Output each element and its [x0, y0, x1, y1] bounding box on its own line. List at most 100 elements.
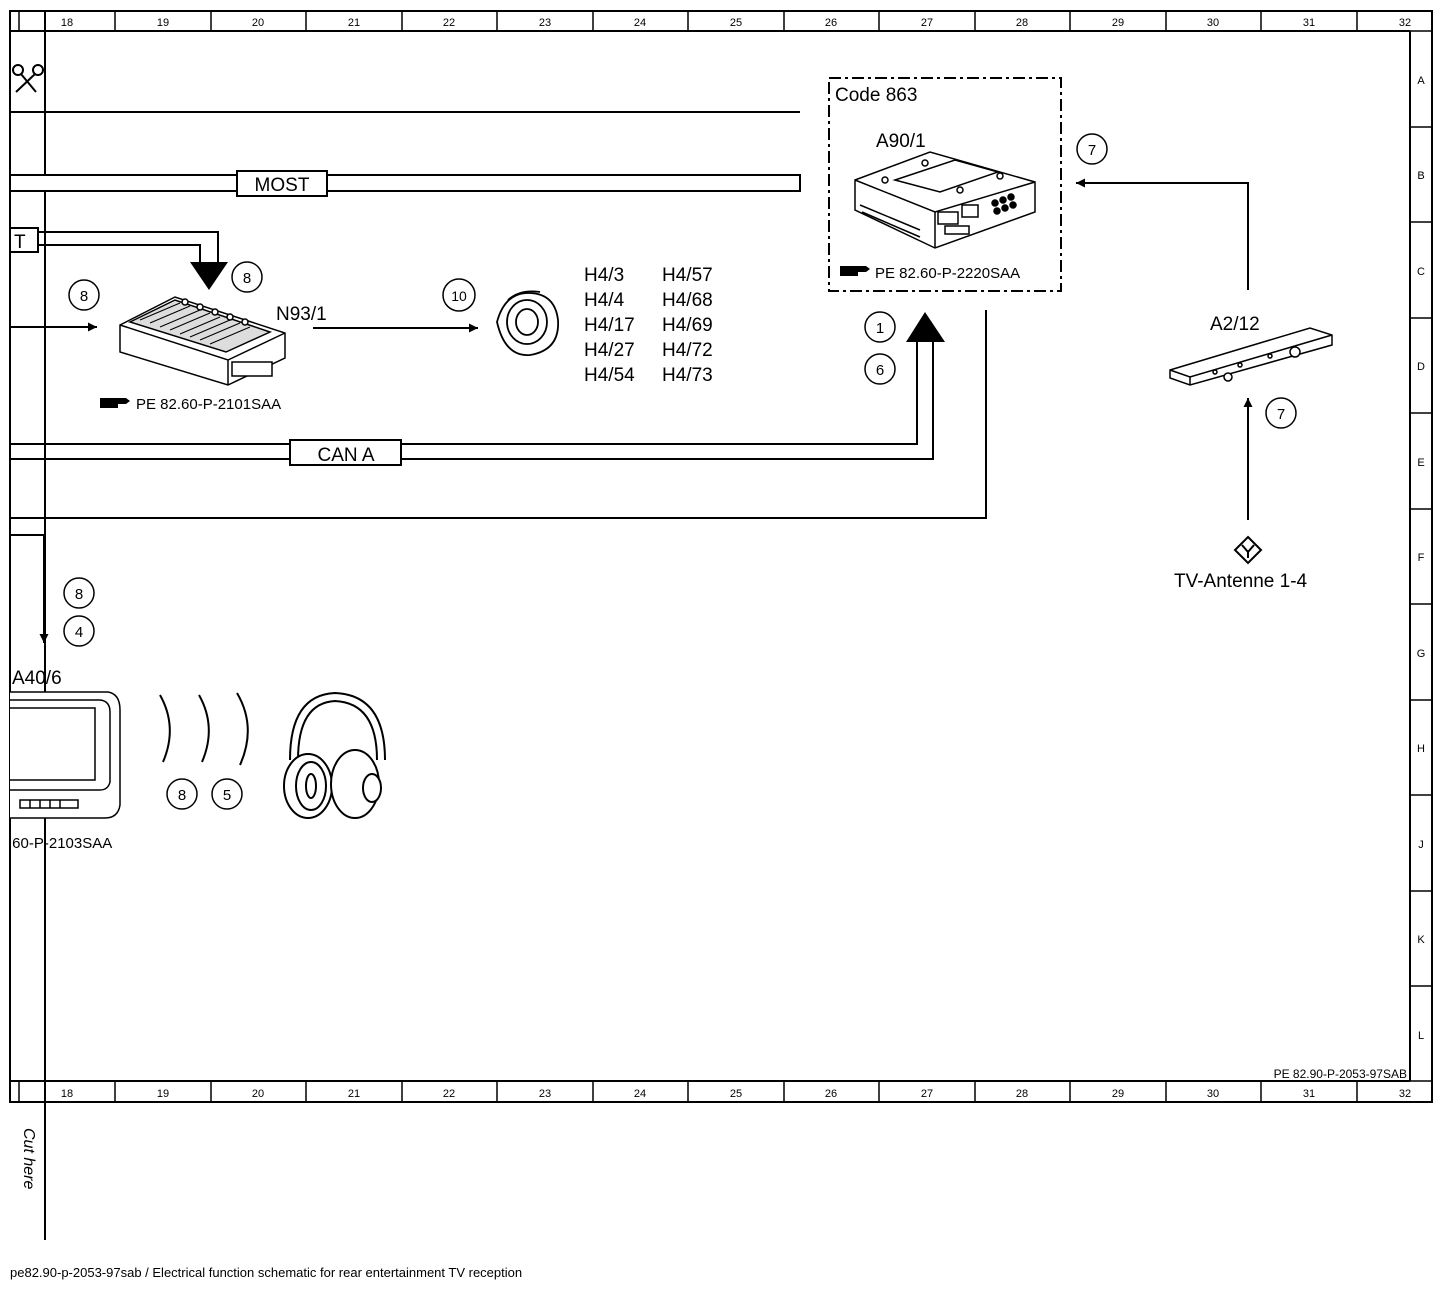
column-label: 19: [157, 1088, 169, 1100]
svg-text:8: 8: [75, 586, 83, 603]
row-label: K: [1417, 934, 1425, 946]
marker-8: 8: [68, 279, 100, 311]
svg-text:4: 4: [75, 624, 83, 641]
speaker-list-item: H4/27: [584, 340, 635, 361]
code-863-boundary: [828, 77, 1062, 292]
n93-1-ref-text: PE 82.60-P-2101SAA: [136, 396, 281, 413]
marker-1: 1: [864, 311, 896, 343]
row-label: H: [1417, 743, 1425, 755]
speaker-list-item: H4/57: [662, 265, 713, 286]
row-label: G: [1417, 648, 1426, 660]
marker-8: 8: [231, 261, 263, 293]
marker-7: 7: [1265, 397, 1297, 429]
cut-here-label: Cut here: [20, 1128, 37, 1189]
row-label: C: [1417, 266, 1425, 278]
speaker-list-item: H4/17: [584, 315, 635, 336]
row-labels: A B C D E F G H J K L: [1417, 75, 1426, 1042]
truncated-bus-label: T: [14, 232, 26, 253]
big-arrow-up-a90-1: [906, 312, 945, 342]
column-label: 18: [61, 1088, 73, 1100]
column-label: 22: [443, 1088, 455, 1100]
marker-10: 10: [442, 278, 476, 312]
most-bus-label: MOST: [255, 175, 310, 196]
marker-8: 8: [166, 778, 198, 810]
a90-1-label: A90/1: [876, 131, 926, 152]
marker-5: 5: [211, 778, 243, 810]
column-label: 24: [634, 1088, 646, 1100]
column-label: 31: [1303, 17, 1315, 29]
marker-7: 7: [1076, 133, 1108, 165]
a90-1-tuner-image: [854, 151, 1036, 249]
row-label: L: [1418, 1030, 1424, 1042]
row-label: J: [1418, 839, 1424, 851]
column-labels-bottom: 18 19 20 21 22 23 24 25 26 27 28 29 30 3…: [61, 1088, 1411, 1100]
column-label: 31: [1303, 1088, 1315, 1100]
code-863-label: Code 863: [835, 85, 917, 106]
column-label: 30: [1207, 17, 1219, 29]
truncated-bus-box: [9, 227, 39, 253]
can-a-bus-label: CAN A: [317, 445, 374, 466]
column-label: 19: [157, 17, 169, 29]
column-label: 28: [1016, 17, 1028, 29]
column-label: 25: [730, 1088, 742, 1100]
wire-to-a40-6-arrow: [10, 534, 49, 643]
column-label: 23: [539, 1088, 551, 1100]
column-label: 29: [1112, 1088, 1124, 1100]
column-label: 29: [1112, 17, 1124, 29]
headphones-icon: [283, 691, 386, 819]
column-label: 24: [634, 17, 646, 29]
column-labels-top: 18 19 20 21 22 23 24 25 26 27 28 29 30 3…: [61, 17, 1411, 29]
speaker-list-item: H4/4: [584, 290, 625, 311]
row-label: A: [1417, 75, 1425, 87]
a2-12-amplifier-image: [1169, 327, 1333, 386]
svg-text:8: 8: [178, 787, 186, 804]
marker-8: 8: [63, 577, 95, 609]
speaker-list-item: H4/3: [584, 265, 624, 286]
wireless-signal-icon: [159, 692, 249, 766]
wire-a90-1-to-a40-6: [10, 310, 987, 519]
column-label: 26: [825, 17, 837, 29]
row-label: B: [1417, 170, 1424, 182]
column-label: 20: [252, 1088, 264, 1100]
svg-text:8: 8: [243, 270, 251, 287]
speaker-list-item: H4/72: [662, 340, 713, 361]
row-label: F: [1418, 552, 1425, 564]
can-a-bus: CAN A: [10, 312, 945, 466]
column-label: 32: [1399, 17, 1411, 29]
speaker-list-item: H4/68: [662, 290, 713, 311]
row-label: D: [1417, 361, 1425, 373]
row-label: E: [1417, 457, 1424, 469]
column-label: 18: [61, 17, 73, 29]
column-label: 28: [1016, 1088, 1028, 1100]
n93-1-label: N93/1: [276, 304, 327, 325]
marker-4: 4: [63, 615, 95, 647]
n93-1-ref-link[interactable]: PE 82.60-P-2101SAA: [100, 396, 281, 413]
a2-12-label: A2/12: [1210, 314, 1260, 335]
big-arrow-down-n93: [190, 262, 228, 290]
column-label: 32: [1399, 1088, 1411, 1100]
speaker-list-item: H4/69: [662, 315, 713, 336]
a90-1-ref-link[interactable]: PE 82.60-P-2220SAA: [840, 265, 1020, 282]
svg-text:1: 1: [876, 320, 884, 337]
a40-6-display-image: [10, 691, 121, 819]
a40-6-ref-text: .60-P-2103SAA: [8, 835, 112, 852]
column-label: 27: [921, 1088, 933, 1100]
column-label: 27: [921, 17, 933, 29]
scissors-icon: [12, 64, 44, 93]
svg-text:10: 10: [451, 288, 467, 304]
speaker-list-item: H4/73: [662, 365, 713, 386]
footer-caption: pe82.90-p-2053-97sab / Electrical functi…: [10, 1265, 522, 1280]
speaker-image: [496, 290, 559, 356]
bus-to-n93-wire: [38, 231, 219, 262]
svg-text:7: 7: [1277, 406, 1285, 423]
svg-text:6: 6: [876, 362, 884, 379]
speaker-list: H4/3 H4/4 H4/17 H4/27 H4/54 H4/57 H4/68 …: [584, 265, 713, 386]
reference-hand-icon: [100, 398, 130, 408]
svg-text:7: 7: [1088, 142, 1096, 159]
grid-column-ticks: [18, 11, 1358, 1102]
column-label: 25: [730, 17, 742, 29]
speaker-list-item: H4/54: [584, 365, 635, 386]
column-label: 21: [348, 1088, 360, 1100]
most-bus: MOST: [9, 170, 801, 197]
n93-1-module-image: [119, 296, 286, 386]
